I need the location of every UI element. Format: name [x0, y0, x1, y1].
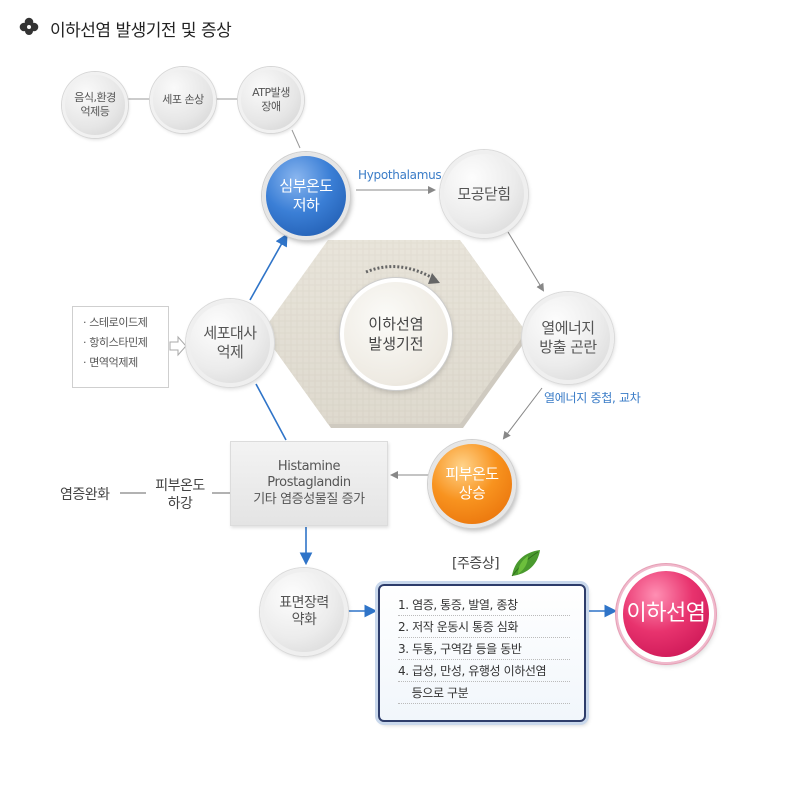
tension-line1: 표면장력: [279, 594, 329, 611]
center-line1: 이하선염: [368, 314, 424, 333]
atp-disorder-line2: 장애: [261, 100, 281, 113]
heat-overlap-note: 열에너지 중첩, 교차: [544, 391, 641, 405]
drug-item: · 면역억제제: [83, 356, 138, 369]
skin-temp-drop-label: 피부온도 하강: [148, 477, 212, 513]
mumps-result-label: 이하선염: [626, 601, 706, 627]
prostaglandin-label: Prostaglandin: [267, 475, 351, 491]
symptom-heading: [주증상]: [452, 556, 500, 572]
center-line2: 발생기전: [368, 335, 424, 353]
symptom-item: 3. 두통, 구역감 등을 동반: [398, 638, 570, 660]
page-title: 이하선염 발생기전 및 증상: [50, 21, 232, 41]
cell-damage-label: 세포 손상: [162, 93, 204, 107]
mumps-result-circle: 이하선염: [618, 566, 714, 662]
cell-damage-circle: 세포 손상: [150, 67, 216, 133]
food-environment-line2: 억제등: [80, 105, 110, 118]
inflammatory-increase-label: 기타 염증성물질 증가: [253, 491, 365, 507]
symptom-item: 4. 급성, 만성, 유행성 이하선염: [398, 660, 570, 682]
hypothalamus-label: Hypothalamus: [358, 168, 442, 182]
skin-drop-line2: 하강: [167, 496, 193, 513]
core-temp-line1: 심부온도: [279, 177, 333, 196]
tension-line2: 약화: [291, 612, 317, 628]
pore-close-label: 모공닫힘: [457, 184, 511, 203]
core-temp-line2: 저하: [292, 196, 320, 214]
symptom-item: 1. 염증, 통증, 발열, 종창: [398, 594, 570, 616]
heat-release-line1: 열에너지: [541, 319, 595, 338]
drug-list-box: · 스테로이드제 · 항히스타민제 · 면역억제제: [72, 306, 169, 388]
food-environment-line1: 음식,환경: [74, 91, 116, 105]
pore-close-circle: 모공닫힘: [440, 150, 528, 238]
drug-item: · 스테로이드제: [83, 316, 148, 329]
skin-rise-line1: 피부온도: [445, 465, 499, 484]
skin-drop-line1: 피부온도: [155, 478, 205, 494]
symptom-item: 등으로 구분: [398, 682, 570, 704]
histamine-label: Histamine: [277, 459, 341, 475]
symptom-item: 2. 저작 운동시 통증 심화: [398, 616, 570, 638]
drug-item: · 항히스타민제: [83, 336, 148, 349]
inflammation-relief-label: 염증완화: [60, 487, 110, 503]
clover-icon: [19, 17, 39, 35]
inflammation-factor-box: Histamine Prostaglandin 기타 염증성물질 증가: [230, 441, 388, 526]
heat-release-line2: 방출 곤란: [539, 338, 597, 356]
cell-metabolism-line1: 세포대사: [203, 324, 257, 343]
cell-metabolism-line2: 억제: [216, 343, 244, 361]
leaf-icon: [511, 550, 540, 577]
atp-disorder-line1: ATP발생: [252, 86, 290, 100]
symptom-box: 1. 염증, 통증, 발열, 종창 2. 저작 운동시 통증 심화 3. 두통,…: [378, 584, 586, 722]
skin-rise-line2: 상승: [458, 484, 486, 502]
